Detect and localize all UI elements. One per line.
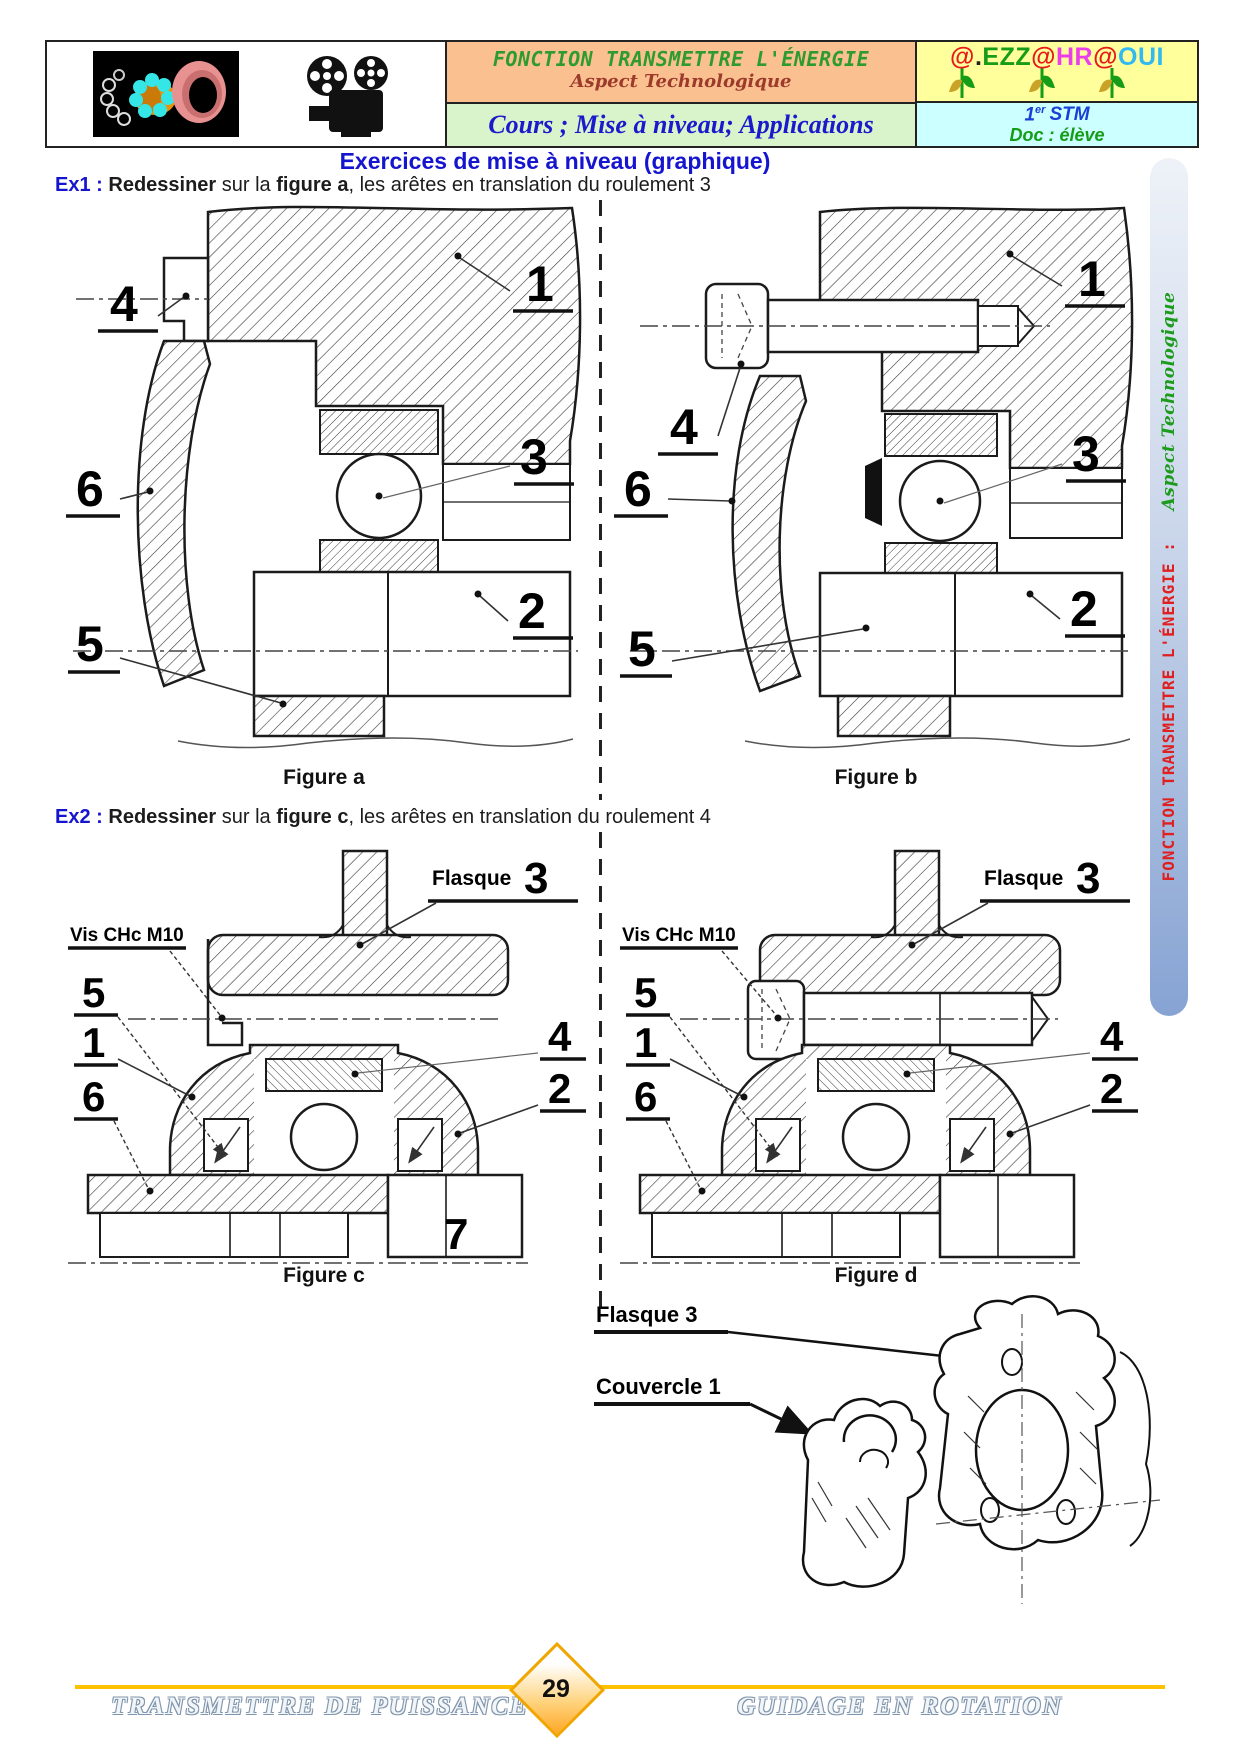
exercise-1-tag: Ex1 : <box>55 174 103 196</box>
callout-1: 1 <box>634 1019 657 1066</box>
callout-4: 4 <box>670 399 698 455</box>
flasque-number: 3 <box>524 854 548 903</box>
figure-a-caption: Figure a <box>283 766 365 789</box>
callout-3: 3 <box>1072 426 1100 482</box>
callout-4: 4 <box>1100 1013 1124 1060</box>
banner-accent-text: Aspect Technologique <box>1159 292 1179 511</box>
exercise-1-statement: Ex1 : Redessiner sur la figure a, les ar… <box>55 174 711 197</box>
bearing-3d-image <box>93 51 239 137</box>
flasque-label: Flasque <box>984 867 1063 890</box>
flasque-number: 3 <box>1076 854 1100 903</box>
callout-4: 4 <box>548 1013 572 1060</box>
figure-d-caption: Figure d <box>834 1264 918 1287</box>
exercise-2-target: figure c <box>276 806 349 828</box>
header-title-cells: FONCTION TRANSMETTRE L'ÉNERGIE Aspect Te… <box>447 42 917 146</box>
page-title: Exercices de mise à niveau (graphique) <box>339 148 771 174</box>
doc-type-label: Doc : élève <box>1009 125 1105 146</box>
callout-6: 6 <box>76 461 104 517</box>
callout-7: 7 <box>444 1210 468 1259</box>
callout-2: 2 <box>548 1065 571 1112</box>
author-logo: @.EZZ@HR@OUI <box>917 43 1197 72</box>
exercise-1-verb: Redessiner <box>108 174 217 196</box>
callout-5: 5 <box>634 969 657 1016</box>
exercise-2-statement: Ex2 : Redessiner sur la figure c, les ar… <box>55 806 711 829</box>
flower-stem-icon <box>1099 68 1125 98</box>
course-type-cell: Cours ; Mise à niveau; Applications <box>447 104 915 146</box>
callout-5: 5 <box>76 616 104 672</box>
exercise-2-tag: Ex2 : <box>55 806 103 828</box>
iso-flasque-label: Flasque 3 <box>596 1302 697 1327</box>
figure-d-drawing: Flasque 3 Vis CHc M10 5 1 6 4 2 <box>610 845 1142 1269</box>
callout-2: 2 <box>1100 1065 1123 1112</box>
figure-b-caption: Figure b <box>834 766 918 789</box>
vis-label: Vis CHc M10 <box>70 925 184 946</box>
course-type-title: Cours ; Mise à niveau; Applications <box>488 110 874 139</box>
banner-main-text: FONCTION TRANSMETTRE L'ÉNERGIE : <box>1159 541 1178 882</box>
callout-2: 2 <box>1070 581 1098 637</box>
flower-stem-icon <box>949 68 975 98</box>
footer: TRANSMETTRE DE PUISSANCE 29 GUIDAGE EN R… <box>0 1641 1240 1750</box>
flasque-label: Flasque <box>432 867 511 890</box>
iso-couvercle-label: Couvercle 1 <box>596 1374 721 1399</box>
logo-dot: . <box>974 43 983 71</box>
callout-1: 1 <box>1078 251 1106 307</box>
callout-5: 5 <box>82 969 105 1016</box>
course-title: FONCTION TRANSMETTRE L'ÉNERGIE <box>492 47 870 71</box>
callout-6: 6 <box>634 1073 657 1120</box>
figure-c-caption: Figure c <box>283 1264 365 1287</box>
logo-oui: OUI <box>1118 43 1164 71</box>
exercise-2-verb: Redessiner <box>108 806 217 828</box>
isometric-view: Flasque 3 Couvercle 1 <box>560 1292 1180 1627</box>
vertical-banner-text: FONCTION TRANSMETTRE L'ÉNERGIE : Aspect … <box>1159 292 1179 881</box>
logo-hr: HR <box>1056 43 1094 71</box>
logo-at-flower-icon: @ <box>1031 43 1056 71</box>
exercise-1-mid: sur la <box>216 174 277 196</box>
header-logo-cell <box>47 42 447 146</box>
figure-divider <box>599 200 602 800</box>
logo-at-flower-icon: @ <box>950 43 975 71</box>
header-table: FONCTION TRANSMETTRE L'ÉNERGIE Aspect Te… <box>45 40 1199 148</box>
figure-b-drawing: 4 1 6 3 5 2 <box>610 196 1142 766</box>
footer-right-text: GUIDAGE EN ROTATION <box>737 1693 1063 1720</box>
header-right-cells: @.EZZ@HR@OUI 1er <box>917 42 1197 146</box>
footer-rule <box>75 1685 1165 1689</box>
callout-5: 5 <box>628 621 656 677</box>
exercise-1-target: figure a <box>276 174 349 196</box>
course-title-cell: FONCTION TRANSMETTRE L'ÉNERGIE Aspect Te… <box>447 42 915 104</box>
figure-divider <box>599 832 602 1310</box>
footer-left-text: TRANSMETTRE DE PUISSANCE <box>111 1693 529 1720</box>
callout-3: 3 <box>520 429 548 485</box>
callout-4: 4 <box>110 276 138 332</box>
callout-6: 6 <box>624 461 652 517</box>
vis-label: Vis CHc M10 <box>622 925 736 946</box>
logo-at-flower-icon: @ <box>1093 43 1118 71</box>
callout-2: 2 <box>518 583 546 639</box>
vertical-banner: FONCTION TRANSMETTRE L'ÉNERGIE : Aspect … <box>1150 158 1188 1016</box>
callout-1: 1 <box>82 1019 105 1066</box>
figure-a-drawing: 4 1 6 3 5 2 <box>58 196 590 766</box>
figure-c-drawing: Flasque 3 Vis CHc M10 5 1 6 4 2 7 <box>58 845 590 1269</box>
exercise-2-mid: sur la <box>216 806 277 828</box>
exercise-2-rest: , les arêtes en translation du roulement… <box>348 806 711 828</box>
flower-stem-icon <box>1029 68 1055 98</box>
callout-6: 6 <box>82 1073 105 1120</box>
exercise-1-rest: , les arêtes en translation du roulement… <box>348 174 711 196</box>
course-subtitle: Aspect Technologique <box>570 71 792 92</box>
bearing-photo <box>93 51 239 137</box>
page-number: 29 <box>542 1674 570 1703</box>
callout-1: 1 <box>526 256 554 312</box>
author-logo-cell: @.EZZ@HR@OUI <box>917 42 1197 103</box>
projector-icon <box>297 54 399 138</box>
logo-ezz: EZZ <box>982 43 1032 71</box>
